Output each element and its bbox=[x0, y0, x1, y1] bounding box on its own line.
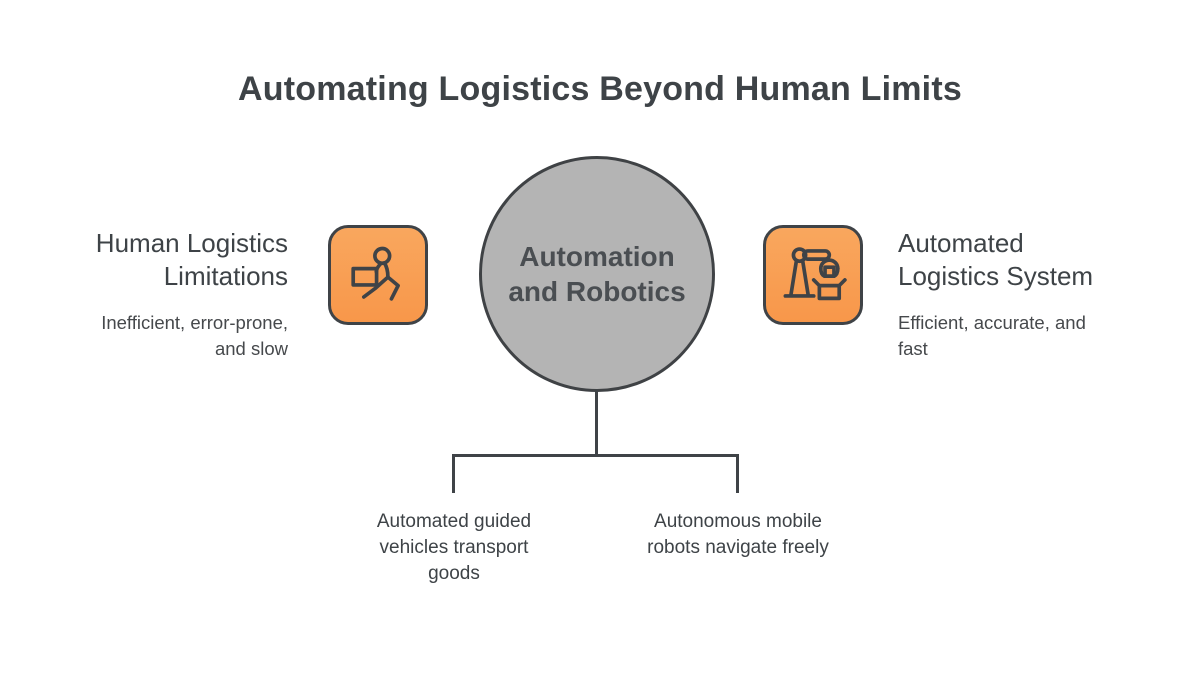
robot-arm-packing-icon bbox=[783, 247, 847, 301]
left-text-block: Human Logistics Limitations Inefficient,… bbox=[38, 227, 288, 362]
left-heading: Human Logistics Limitations bbox=[95, 228, 288, 291]
connector-drop-left bbox=[452, 454, 455, 493]
right-text-block: Automated Logistics System Efficient, ac… bbox=[898, 227, 1148, 362]
automated-logistics-icon-card bbox=[763, 225, 863, 325]
human-logistics-icon-card bbox=[328, 225, 428, 325]
branch-label-agv: Automated guided vehicles transport good… bbox=[376, 511, 532, 584]
connector-crossbar bbox=[452, 454, 739, 457]
right-description: Efficient, accurate, and fast bbox=[898, 312, 1086, 359]
central-node: Automation and Robotics bbox=[479, 156, 715, 392]
right-heading: Automated Logistics System bbox=[898, 228, 1094, 291]
connector-stem bbox=[595, 390, 598, 456]
page-title: Automating Logistics Beyond Human Limits bbox=[238, 70, 962, 108]
person-carrying-box-icon bbox=[351, 246, 400, 301]
left-description: Inefficient, error-prone, and slow bbox=[101, 312, 288, 359]
branch-label-amr: Autonomous mobile robots navigate freely bbox=[647, 511, 829, 558]
connector-drop-right bbox=[736, 454, 739, 493]
central-node-label: Automation and Robotics bbox=[508, 241, 686, 307]
